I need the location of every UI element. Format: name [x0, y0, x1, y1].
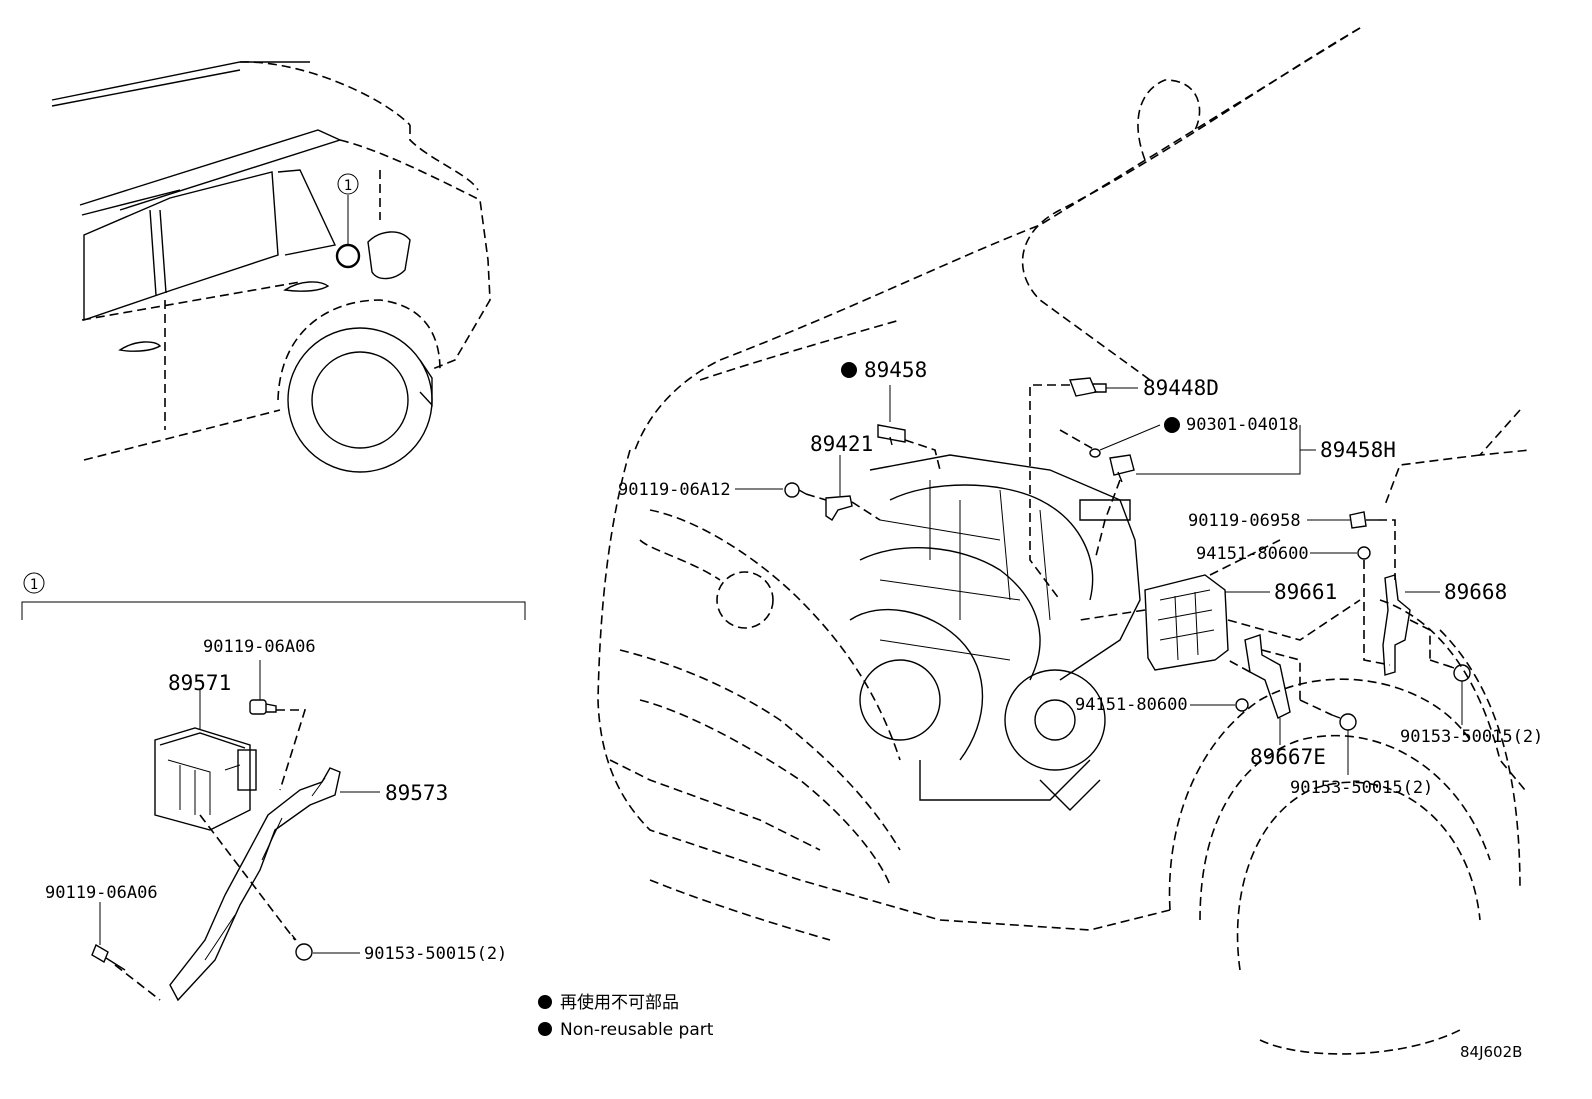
- o-ring-icon: [1089, 448, 1101, 458]
- label-89668: 89668: [1444, 580, 1507, 604]
- legend: 再使用不可部品 Non-reusable part: [538, 992, 714, 1040]
- nut-icon: [1331, 713, 1357, 731]
- label-94151-80600-lower: 94151-80600: [1075, 695, 1188, 715]
- detail-box-index: 1: [30, 577, 38, 593]
- legend-jp: 再使用不可部品: [560, 992, 679, 1013]
- non-reusable-bullet-icon: [841, 362, 857, 378]
- bolt-icon: [249, 699, 277, 715]
- detail-box: 1 90119-06A06 89571 89573: [21, 572, 526, 1002]
- label-90119-06958: 90119-06958: [1188, 511, 1301, 531]
- label-90153-50015-detail: 90153-50015(2): [364, 944, 507, 964]
- bolt-icon: [91, 943, 126, 971]
- bracket-icon: [169, 767, 341, 1002]
- bracket-icon: [1382, 574, 1411, 676]
- nut-icon: [1357, 546, 1371, 560]
- front-vehicle-view: 89458 89421 90119-06A12 89448D 90: [597, 27, 1543, 1055]
- label-89421: 89421: [810, 432, 873, 456]
- legend-en: Non-reusable part: [560, 1020, 714, 1040]
- label-90119-06A06-top: 90119-06A06: [203, 637, 316, 657]
- label-90119-06A06-left: 90119-06A06: [45, 883, 158, 903]
- label-89571: 89571: [168, 671, 231, 695]
- engine-icon: [849, 454, 1141, 811]
- bracket-small-icon: [825, 495, 853, 521]
- non-reusable-bullet-icon: [1164, 417, 1180, 433]
- ecu-module-icon: [1144, 574, 1229, 671]
- label-89573: 89573: [385, 781, 448, 805]
- label-89667E: 89667E: [1250, 745, 1326, 769]
- bracket-icon: [1244, 634, 1291, 719]
- sensor-plug-icon: [1069, 377, 1107, 397]
- sensor-icon: [877, 424, 906, 446]
- label-90301-04018: 90301-04018: [1186, 415, 1299, 435]
- non-reusable-bullet-icon: [538, 1022, 552, 1036]
- non-reusable-bullet-icon: [538, 995, 552, 1009]
- label-89458H: 89458H: [1320, 438, 1396, 462]
- bolt-icon: [1349, 511, 1378, 529]
- diagram-code: 84J602B: [1460, 1043, 1522, 1061]
- label-90153-50015-right: 90153-50015(2): [1400, 727, 1543, 747]
- label-89661: 89661: [1274, 580, 1337, 604]
- label-89458: 89458: [864, 358, 927, 382]
- label-89448D: 89448D: [1143, 376, 1219, 400]
- nut-icon: [1235, 698, 1249, 712]
- nut-icon: [291, 934, 313, 961]
- vehicle-callout-index: 1: [344, 178, 352, 194]
- label-90119-06A12: 90119-06A12: [618, 480, 731, 500]
- bolt-icon: [784, 482, 807, 498]
- rear-vehicle-view: 1: [51, 61, 491, 473]
- nut-icon: [1445, 664, 1471, 682]
- sensor-icon: [1109, 454, 1135, 483]
- control-module-icon: [154, 727, 257, 831]
- label-90153-50015-center: 90153-50015(2): [1290, 778, 1433, 798]
